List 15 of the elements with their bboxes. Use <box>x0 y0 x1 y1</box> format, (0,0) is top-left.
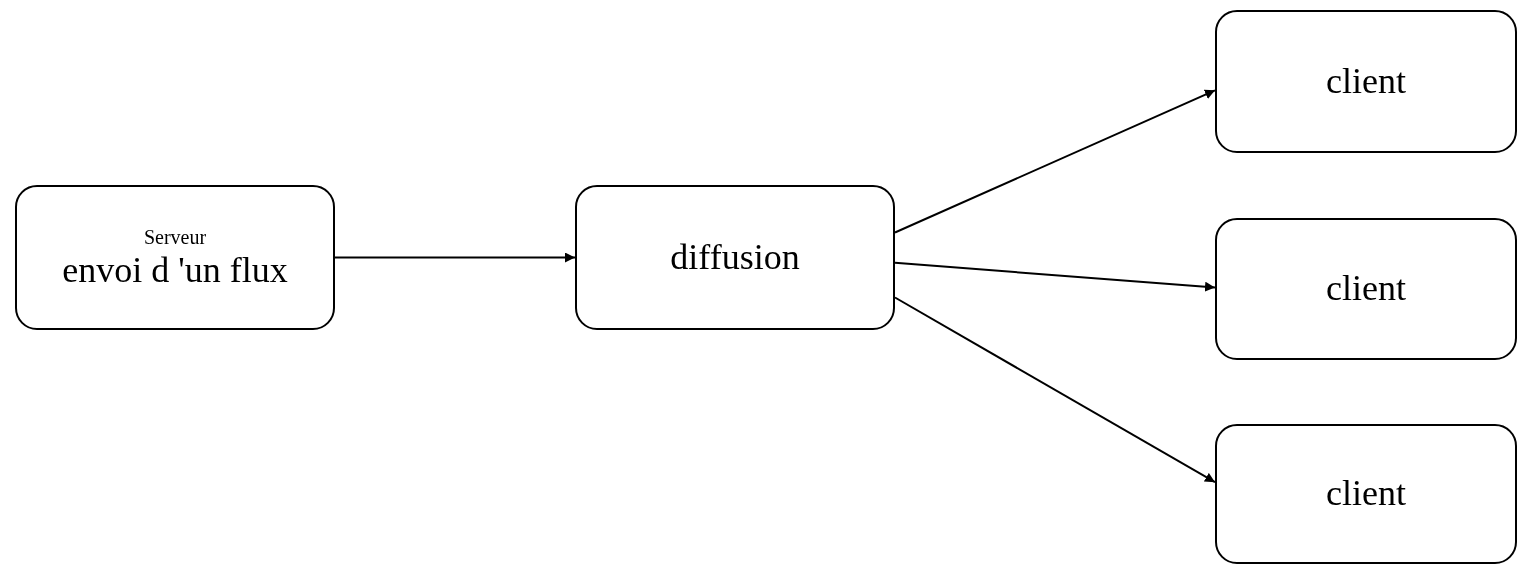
arrow <box>894 261 1216 292</box>
client-box <box>1215 10 1517 153</box>
arrow <box>894 89 1216 234</box>
box-label: client <box>1326 60 1406 103</box>
arrow <box>334 252 576 263</box>
box-label: diffusion <box>670 236 800 279</box>
server-box <box>15 185 335 330</box>
arrow <box>894 296 1216 484</box>
client-box <box>1215 424 1517 564</box>
box-label: client <box>1326 268 1406 310</box>
box-label: envoi d 'un flux <box>62 249 288 292</box>
box-heading: Serveur <box>143 224 207 250</box>
process-box <box>575 185 895 330</box>
client-box <box>1215 218 1517 360</box>
box-label: client <box>1326 473 1406 515</box>
